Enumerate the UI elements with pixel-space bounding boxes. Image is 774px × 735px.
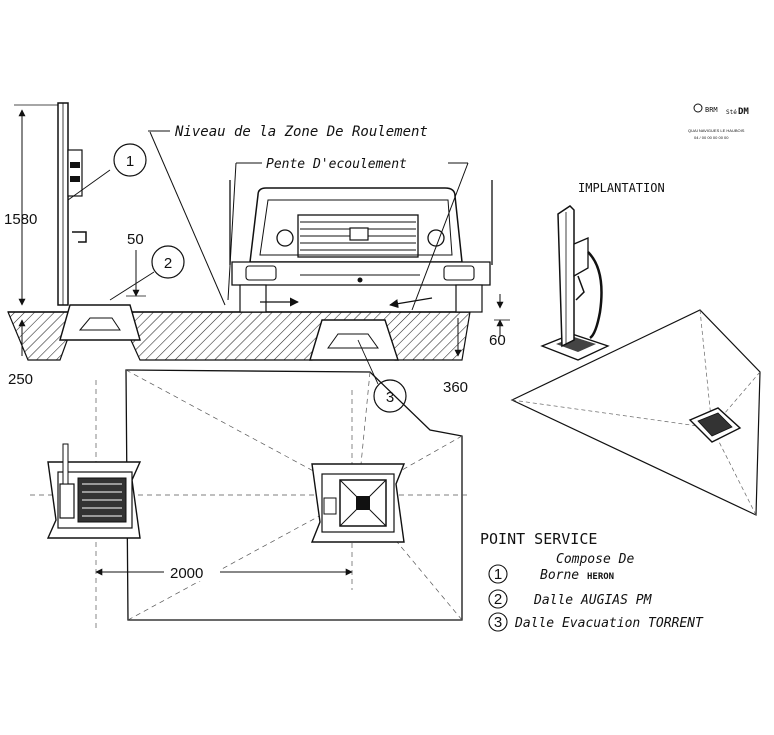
legend-num-2: 2 bbox=[494, 591, 502, 608]
legend-num-1: 1 bbox=[494, 566, 502, 583]
dim-2000-bg bbox=[164, 561, 220, 581]
legend-title: POINT SERVICE bbox=[480, 530, 597, 548]
slab-torrent-plan bbox=[310, 463, 406, 543]
logo-address: QUAI NAVIGUES LE HAUBOIS bbox=[688, 128, 745, 133]
truck-bumper bbox=[231, 261, 491, 286]
borne-head bbox=[67, 149, 83, 197]
truck-front bbox=[229, 180, 493, 313]
truck-wheel-left bbox=[239, 284, 267, 313]
logo-mark-icon bbox=[693, 103, 703, 113]
dim-60: 60 bbox=[489, 332, 506, 349]
label-pente-leader-left bbox=[227, 162, 237, 301]
label-implantation: IMPLANTATION bbox=[578, 181, 665, 195]
label-zone-roulement: Niveau de la Zone De Roulement bbox=[174, 124, 428, 140]
callout-2-leader bbox=[109, 271, 155, 301]
cross-section: Niveau de la Zone De Roulement Pente D'e… bbox=[4, 102, 510, 413]
callout-3 bbox=[373, 379, 407, 413]
dim-1580: 1580 bbox=[4, 211, 37, 228]
implantation-view: IMPLANTATION bbox=[510, 181, 761, 516]
legend-num-circle-1 bbox=[488, 564, 508, 584]
truck-badge bbox=[349, 227, 369, 241]
logo-phone: 04 / 00 00 00 00 00 bbox=[694, 135, 729, 140]
slope-arrow-left bbox=[389, 297, 433, 309]
slab-augias-plan bbox=[46, 443, 142, 539]
callout-1 bbox=[113, 143, 147, 177]
label-pente: Pente D'ecoulement bbox=[266, 157, 407, 172]
legend-item-2: Dalle AUGIAS PM bbox=[533, 593, 653, 608]
legend-item-3: Dalle Evacuation TORRENT bbox=[514, 616, 704, 631]
logo-mark-letters: BRM bbox=[705, 106, 718, 114]
truck-wheel-right bbox=[455, 284, 483, 313]
implantation-drain-grate-icon bbox=[697, 412, 733, 437]
label-pente-leader-right bbox=[411, 162, 469, 311]
legend-subtitle: Compose De bbox=[556, 552, 634, 567]
borne-base-plan bbox=[59, 483, 75, 519]
slab-augias-recess bbox=[78, 317, 121, 331]
callout-1-leader bbox=[67, 169, 111, 201]
implantation-drain-lines bbox=[511, 309, 761, 516]
logo-prefix: Sté bbox=[726, 109, 737, 116]
dim-50: 50 bbox=[127, 231, 144, 248]
legend-item-1: Borne bbox=[540, 568, 579, 583]
company-logo: BRM Sté DM QUAI NAVIGUES LE HAUBOIS 04 /… bbox=[688, 103, 749, 140]
dim-250: 250 bbox=[8, 371, 33, 388]
callout-3-number: 3 bbox=[386, 389, 394, 406]
truck-grille bbox=[297, 214, 419, 258]
implantation-hose bbox=[587, 251, 603, 340]
label-zone-leader bbox=[149, 131, 226, 306]
callout-2 bbox=[151, 245, 185, 279]
legend-num-3: 3 bbox=[494, 614, 502, 631]
borne-tap bbox=[72, 231, 87, 243]
callout-1-number: 1 bbox=[126, 153, 134, 170]
callout-2-number: 2 bbox=[164, 255, 172, 272]
dim-360: 360 bbox=[443, 379, 468, 396]
logo-brand: DM bbox=[738, 107, 749, 117]
plan-view: 2000 bbox=[30, 369, 470, 630]
legend-num-circle-2 bbox=[488, 589, 508, 609]
implantation-tap bbox=[575, 275, 585, 301]
legend-num-circle-3 bbox=[488, 612, 508, 632]
dim-2000: 2000 bbox=[170, 565, 203, 582]
borne-socket bbox=[70, 176, 80, 182]
implantation-borne-head bbox=[573, 237, 589, 278]
legend: POINT SERVICE Compose De 1 Borne HERON 2… bbox=[480, 530, 704, 632]
borne-display bbox=[70, 162, 80, 168]
legend-item-1-sub: HERON bbox=[587, 572, 614, 582]
